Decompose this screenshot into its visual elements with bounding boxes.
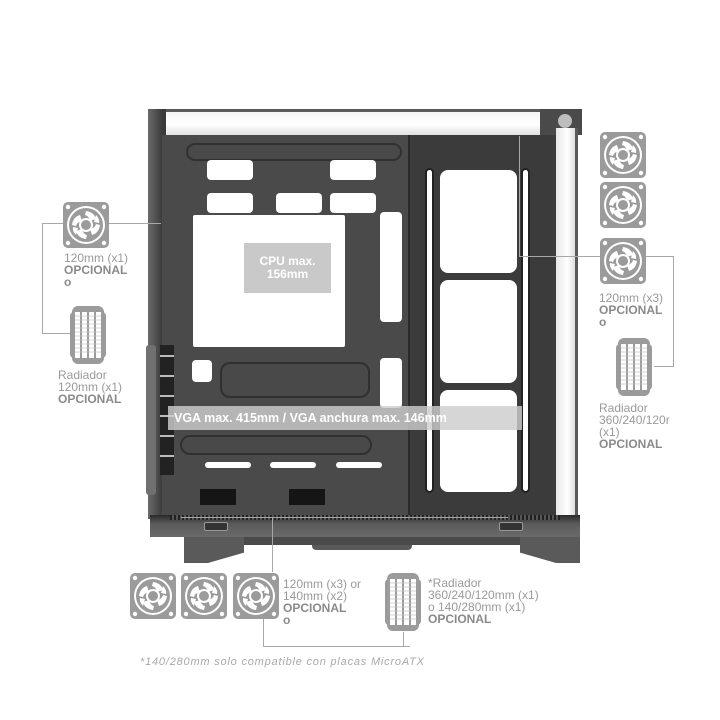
bottom-fans-or: o	[283, 613, 291, 627]
fan-mount-cutout	[440, 170, 517, 273]
leader-line	[519, 256, 601, 257]
rear-panel-edge	[146, 345, 156, 495]
bottom-fans-label: 120mm (x3) or 140mm (x2) OPCIONAL o	[283, 578, 361, 626]
rear-fan-label: 120mm (x1) OPCIONAL o	[64, 252, 128, 288]
pci-slot-covers	[160, 345, 174, 475]
cable-cutout	[207, 193, 253, 213]
rear-radiator-label: Radiador 120mm (x1) OPCIONAL	[58, 369, 122, 405]
leader-line	[654, 366, 674, 367]
case-foot-center	[312, 545, 412, 550]
leader-line	[42, 333, 70, 334]
psu-cutout	[270, 462, 316, 468]
bottom-radiator-label: *Radiador 360/240/120mm (x1) o 140/280mm…	[428, 577, 539, 625]
leader-line	[403, 632, 404, 647]
bottom-fans-size-140: 140mm (x2)	[283, 589, 348, 603]
rear-fan-or: o	[64, 275, 72, 289]
radiator-icon	[616, 338, 652, 396]
cpu-clearance-label: CPU max. 156mm	[244, 243, 331, 293]
cable-cutout	[330, 160, 376, 180]
side-fans-label: 120mm (x3) OPCIONAL o	[599, 292, 663, 328]
side-fans-optional: OPCIONAL	[599, 303, 663, 317]
radiator-icon	[385, 573, 421, 631]
side-radiator-optional: OPCIONAL	[599, 437, 663, 450]
side-fans-or: o	[599, 315, 607, 329]
front-glass-edge	[556, 128, 578, 518]
psu-hole	[200, 489, 236, 505]
fan-icon	[181, 573, 227, 619]
thumb-screw	[558, 114, 572, 128]
leader-line	[42, 223, 43, 334]
leader-line	[263, 618, 264, 646]
cable-cutout	[380, 212, 402, 322]
psu-cutout	[336, 462, 382, 468]
psu-cutout	[205, 462, 251, 468]
rear-radiator-title: Radiador	[58, 368, 107, 382]
fan-mount-cutout	[440, 280, 517, 383]
leader-line	[519, 136, 520, 256]
case-foot-left	[184, 537, 244, 563]
rear-fan-optional: OPCIONAL	[64, 263, 128, 277]
bottom-latch	[204, 522, 228, 531]
leader-line	[646, 256, 673, 257]
side-radiator-label: Radiador 360/240/120r (x1) OPCIONAL	[599, 402, 720, 450]
bottom-radiator-size-a: 360/240/120mm (x1)	[428, 588, 539, 602]
leader-line	[673, 256, 674, 366]
fan-icon	[233, 573, 279, 619]
bottom-fans-size-120: 120mm (x3) or	[283, 577, 362, 591]
fan-icon	[130, 573, 176, 619]
side-fans-size: 120mm (x3)	[599, 291, 664, 305]
cable-cutout	[276, 193, 322, 213]
fan-icon	[63, 202, 109, 248]
mid-groove	[220, 362, 370, 398]
cable-cutout	[192, 360, 212, 382]
cable-cutout	[380, 358, 402, 408]
leader-line	[272, 517, 273, 572]
bottom-radiator-optional: OPCIONAL	[428, 612, 492, 626]
rear-radiator-optional: OPCIONAL	[58, 392, 122, 406]
cpu-label-line2: 156mm	[266, 267, 309, 281]
case-bottom	[150, 515, 580, 537]
mount-slot	[521, 168, 530, 493]
vga-clearance-label: VGA max. 415mm / VGA anchura max. 146mm	[168, 406, 522, 430]
fan-icon	[600, 182, 646, 228]
rear-fan-size: 120mm (x1)	[64, 251, 129, 265]
top-groove	[186, 143, 402, 161]
lower-groove	[180, 435, 372, 455]
bottom-radiator-title: *Radiador	[428, 576, 482, 590]
bottom-fans-optional: OPCIONAL	[283, 601, 347, 615]
psu-hole	[289, 489, 325, 505]
leader-line	[263, 646, 410, 647]
radiator-icon	[70, 306, 106, 364]
cable-cutout	[330, 193, 376, 213]
leader-line	[42, 223, 64, 224]
fan-icon	[600, 132, 646, 178]
rear-radiator-size: 120mm (x1)	[58, 380, 123, 394]
bottom-latch	[499, 522, 523, 531]
cable-cutout	[207, 160, 253, 180]
mount-slot	[425, 168, 434, 493]
side-radiator-size: 360/240/120r	[599, 413, 670, 427]
leader-line	[109, 223, 161, 224]
bottom-radiator-size-b: o 140/280mm (x1)	[428, 600, 526, 614]
case-foot-right	[520, 537, 580, 563]
cpu-label-line1: CPU max.	[259, 254, 316, 268]
case-top-frame	[148, 109, 582, 135]
fan-icon	[600, 238, 646, 284]
case-base	[244, 537, 520, 545]
leader-line	[181, 517, 508, 518]
compatibility-footnote: *140/280mm solo compatible con placas Mi…	[140, 656, 425, 668]
side-radiator-qty: (x1)	[599, 425, 620, 439]
side-radiator-title: Radiador	[599, 402, 648, 415]
